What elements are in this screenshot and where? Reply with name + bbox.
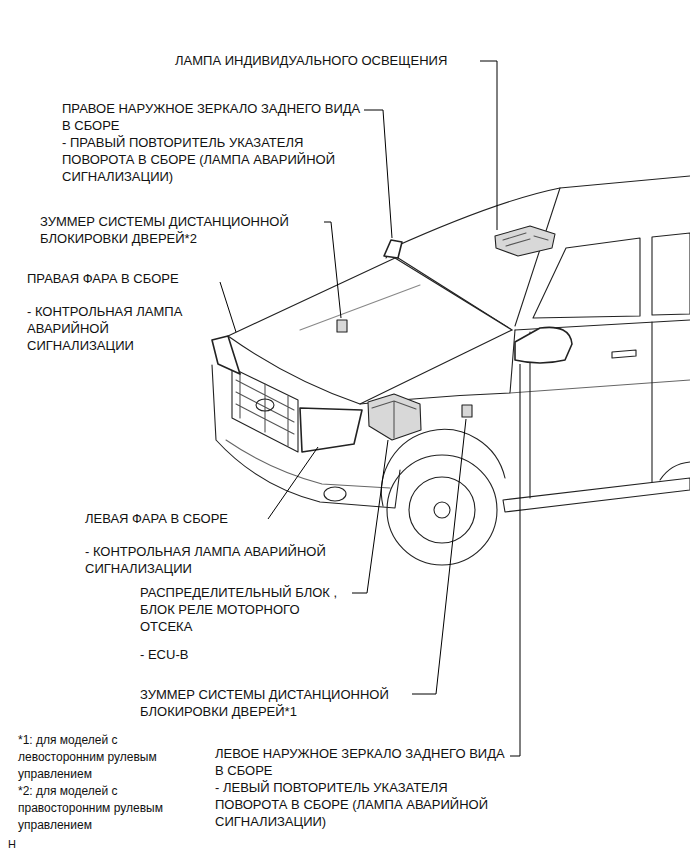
wheel-arch [381, 429, 505, 506]
part-name: ПРАВАЯ ФАРА В СБОРЕ [27, 270, 217, 287]
footnote: *2: для моделей с правосторонним рулевым… [18, 783, 183, 834]
part-name: ЛАМПА ИНДИВИДУАЛЬНОГО ОСВЕЩЕНИЯ [175, 52, 475, 69]
leader-line [220, 282, 236, 332]
figure-code: H [8, 836, 38, 853]
part-detail: - ПРАВЫЙ ПОВТОРИТЕЛЬ УКАЗАТЕЛЯ ПОВОРОТА … [62, 134, 362, 185]
leader-line [268, 447, 318, 519]
right-headlight [212, 336, 240, 374]
left-mirror [515, 327, 572, 363]
hood-crease [300, 285, 420, 330]
bumper-line [226, 440, 390, 488]
part-name: ЛЕВАЯ ФАРА В СБОРЕ [85, 510, 265, 527]
footnote: *1: для моделей с левосторонним рулевым … [18, 732, 183, 783]
side-window [533, 238, 640, 318]
part-name: ПРАВОЕ НАРУЖНОЕ ЗЕРКАЛО ЗАДНЕГО ВИДА В С… [62, 100, 362, 134]
grille-bars [236, 372, 294, 446]
part-name: ЗУММЕР СИСТЕМЫ ДИСТАНЦИОННОЙ БЛОКИРОВКИ … [140, 686, 408, 720]
part-detail: - ECU-B [140, 646, 260, 663]
side-step [503, 478, 690, 512]
wheel-rim [409, 477, 475, 543]
part-detail: - ЛЕВЫЙ ПОВТОРИТЕЛЬ УКАЗАТЕЛЯ ПОВОРОТА В… [215, 779, 507, 830]
buzzer [462, 405, 472, 417]
part-detail: - КОНТРОЛЬНАЯ ЛАМПА АВАРИЙНОЙ СИГНАЛИЗАЦ… [27, 303, 217, 354]
a-pillar [515, 188, 560, 326]
front-wheel [387, 455, 497, 565]
relay-block-detail [372, 401, 416, 438]
leader-line [480, 61, 497, 230]
side-window [652, 233, 690, 315]
roof-lamp-detail [503, 233, 548, 246]
door-handle [612, 350, 636, 358]
fog-lamp [324, 487, 346, 501]
part-detail: - КОНТРОЛЬНАЯ ЛАМПА АВАРИЙНОЙ СИГНАЛИЗАЦ… [85, 543, 363, 577]
fender [360, 330, 515, 404]
leader-line [324, 222, 341, 318]
leader-line [510, 364, 520, 756]
rear-wheel-arch [660, 462, 690, 480]
wheel-hub [434, 502, 450, 518]
leader-line [364, 110, 392, 238]
part-name: ЗУММЕР СИСТЕМЫ ДИСТАНЦИОННОЙ БЛОКИРОВКИ … [40, 213, 322, 247]
leader-line [412, 419, 466, 694]
part-name: РАСПРЕДЕЛИТЕЛЬНЫЙ БЛОК , БЛОК РЕЛЕ МОТОР… [140, 584, 350, 635]
leader-line [352, 440, 388, 593]
grille [232, 368, 298, 452]
left-headlight [300, 408, 362, 452]
buzzer [337, 320, 347, 332]
front-bumper [212, 365, 400, 508]
right-mirror [384, 240, 402, 258]
emblem [256, 399, 274, 411]
part-name: ЛЕВОЕ НАРУЖНОЕ ЗЕРКАЛО ЗАДНЕГО ВИДА В СБ… [215, 745, 507, 779]
side-crease [510, 380, 690, 393]
hood [228, 258, 512, 404]
relay-block [368, 394, 421, 440]
roof-lamp [495, 226, 555, 256]
